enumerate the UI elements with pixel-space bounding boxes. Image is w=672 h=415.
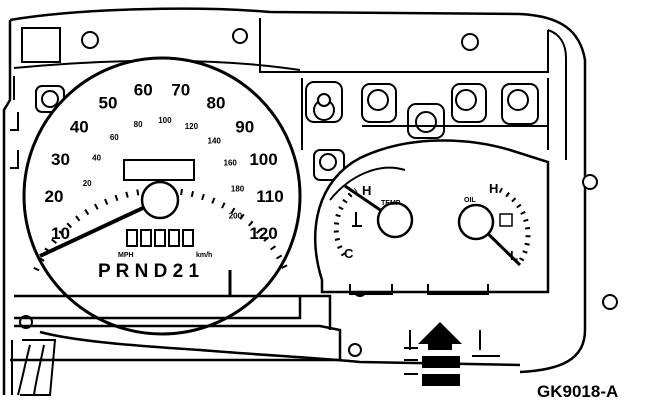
kmh-tick-label: 200 xyxy=(229,212,243,221)
temp-high-label: H xyxy=(362,183,371,198)
secondary-gauge-panel: TEMP H C OIL H L xyxy=(313,139,550,295)
kmh-tick-label: 100 xyxy=(158,116,172,125)
indicator-lamps xyxy=(126,229,194,247)
mph-tick-label: 70 xyxy=(171,81,190,100)
oil-can-icon xyxy=(499,213,513,227)
oil-label: OIL xyxy=(464,197,476,204)
speedometer-needle xyxy=(39,198,161,258)
temp-gauge: TEMP H C xyxy=(333,183,414,261)
kmh-unit-label: km/h xyxy=(196,252,212,259)
kmh-tick-label: 160 xyxy=(224,159,238,168)
kmh-scale: 20 40 60 80 100 120 140 160 180 200 xyxy=(83,116,245,221)
odometer-window xyxy=(123,159,195,181)
prndl-indicator: P R N D 2 1 xyxy=(98,261,199,282)
figure-code: GK9018-A xyxy=(537,382,618,401)
mph-tick-label: 50 xyxy=(99,94,118,113)
oil-gauge: OIL H L xyxy=(457,181,531,267)
kmh-tick-label: 140 xyxy=(208,137,222,146)
oil-low-label: L xyxy=(510,248,518,263)
mph-tick-label: 80 xyxy=(207,94,226,113)
speedometer-hub xyxy=(140,180,180,220)
removal-arrow-icon xyxy=(404,322,500,386)
mph-tick-label: 90 xyxy=(235,118,254,137)
kmh-tick-label: 180 xyxy=(231,185,245,194)
mph-tick-label: 10 xyxy=(51,224,70,243)
kmh-tick-label: 60 xyxy=(110,133,119,142)
bulb-sockets xyxy=(10,78,549,181)
kmh-tick-label: 20 xyxy=(83,179,92,188)
mph-tick-label: 100 xyxy=(249,150,277,169)
temp-hub xyxy=(376,201,414,239)
oil-high-label: H xyxy=(489,181,498,196)
kmh-tick-label: 120 xyxy=(185,122,199,131)
mph-tick-label: 30 xyxy=(51,150,70,169)
mph-unit-label: MPH xyxy=(118,252,134,259)
oil-hub xyxy=(457,203,495,241)
mph-tick-label: 120 xyxy=(249,224,277,243)
thermometer-icon xyxy=(352,212,362,227)
kmh-tick-label: 40 xyxy=(92,153,101,162)
mph-tick-label: 20 xyxy=(45,187,64,206)
temp-low-label: C xyxy=(344,246,354,261)
mph-tick-label: 40 xyxy=(70,118,89,137)
lower-frame xyxy=(10,270,521,396)
temp-label: TEMP xyxy=(381,200,401,207)
kmh-tick-label: 80 xyxy=(134,120,143,129)
mph-tick-label: 110 xyxy=(256,187,283,206)
mph-tick-label: 60 xyxy=(134,81,153,100)
